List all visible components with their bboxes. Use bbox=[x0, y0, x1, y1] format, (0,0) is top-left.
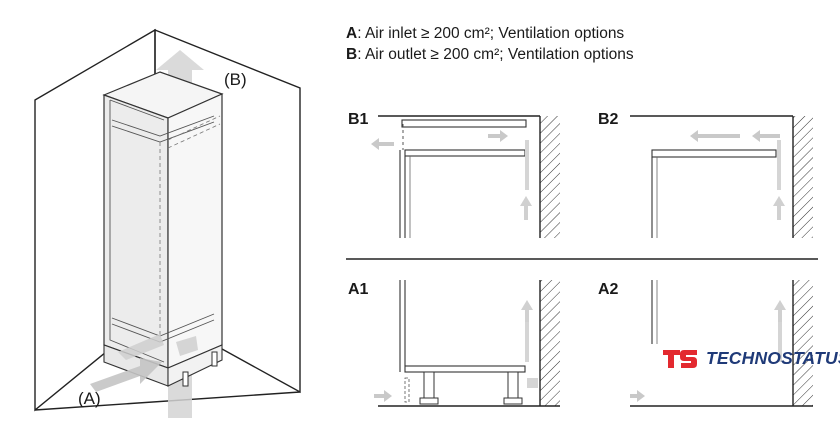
legend-text-b: : Air outlet ≥ 200 cm²; Ventilation opti… bbox=[357, 46, 634, 63]
outlet-flow-arrow bbox=[488, 130, 508, 142]
panel-a2: A2 bbox=[598, 280, 813, 407]
outlet-exit-arrow bbox=[371, 138, 394, 150]
panel-b1: B1 bbox=[348, 111, 560, 238]
legend-line-a: A: Air inlet ≥ 200 cm²; Ventilation opti… bbox=[346, 25, 624, 43]
panel-a2-label: A2 bbox=[598, 281, 619, 298]
panel-b1-label: B1 bbox=[348, 111, 369, 128]
panel-b2: B2 bbox=[598, 111, 813, 238]
floor-edge bbox=[34, 391, 301, 411]
legend-key-a: A bbox=[346, 25, 358, 42]
inlet-label: (A) bbox=[78, 389, 101, 408]
cabinet-illustration: (A) (B) bbox=[34, 28, 301, 418]
legend-key-b: B bbox=[346, 46, 358, 63]
panel-a1-label: A1 bbox=[348, 281, 369, 298]
logo-wordmark: TECHNOSTATUS bbox=[706, 347, 840, 368]
legend-text-a: : Air inlet ≥ 200 cm²; Ventilation optio… bbox=[357, 25, 625, 42]
outlet-label: (B) bbox=[224, 70, 247, 89]
technostatus-logo: TECHNOSTATUS bbox=[660, 343, 840, 373]
ts-logo-icon bbox=[663, 350, 697, 368]
legend-line-b: B: Air outlet ≥ 200 cm²; Ventilation opt… bbox=[346, 46, 634, 64]
inlet-arrow bbox=[90, 358, 162, 392]
panel-a1: A1 bbox=[348, 280, 560, 407]
panel-b2-label: B2 bbox=[598, 111, 619, 128]
